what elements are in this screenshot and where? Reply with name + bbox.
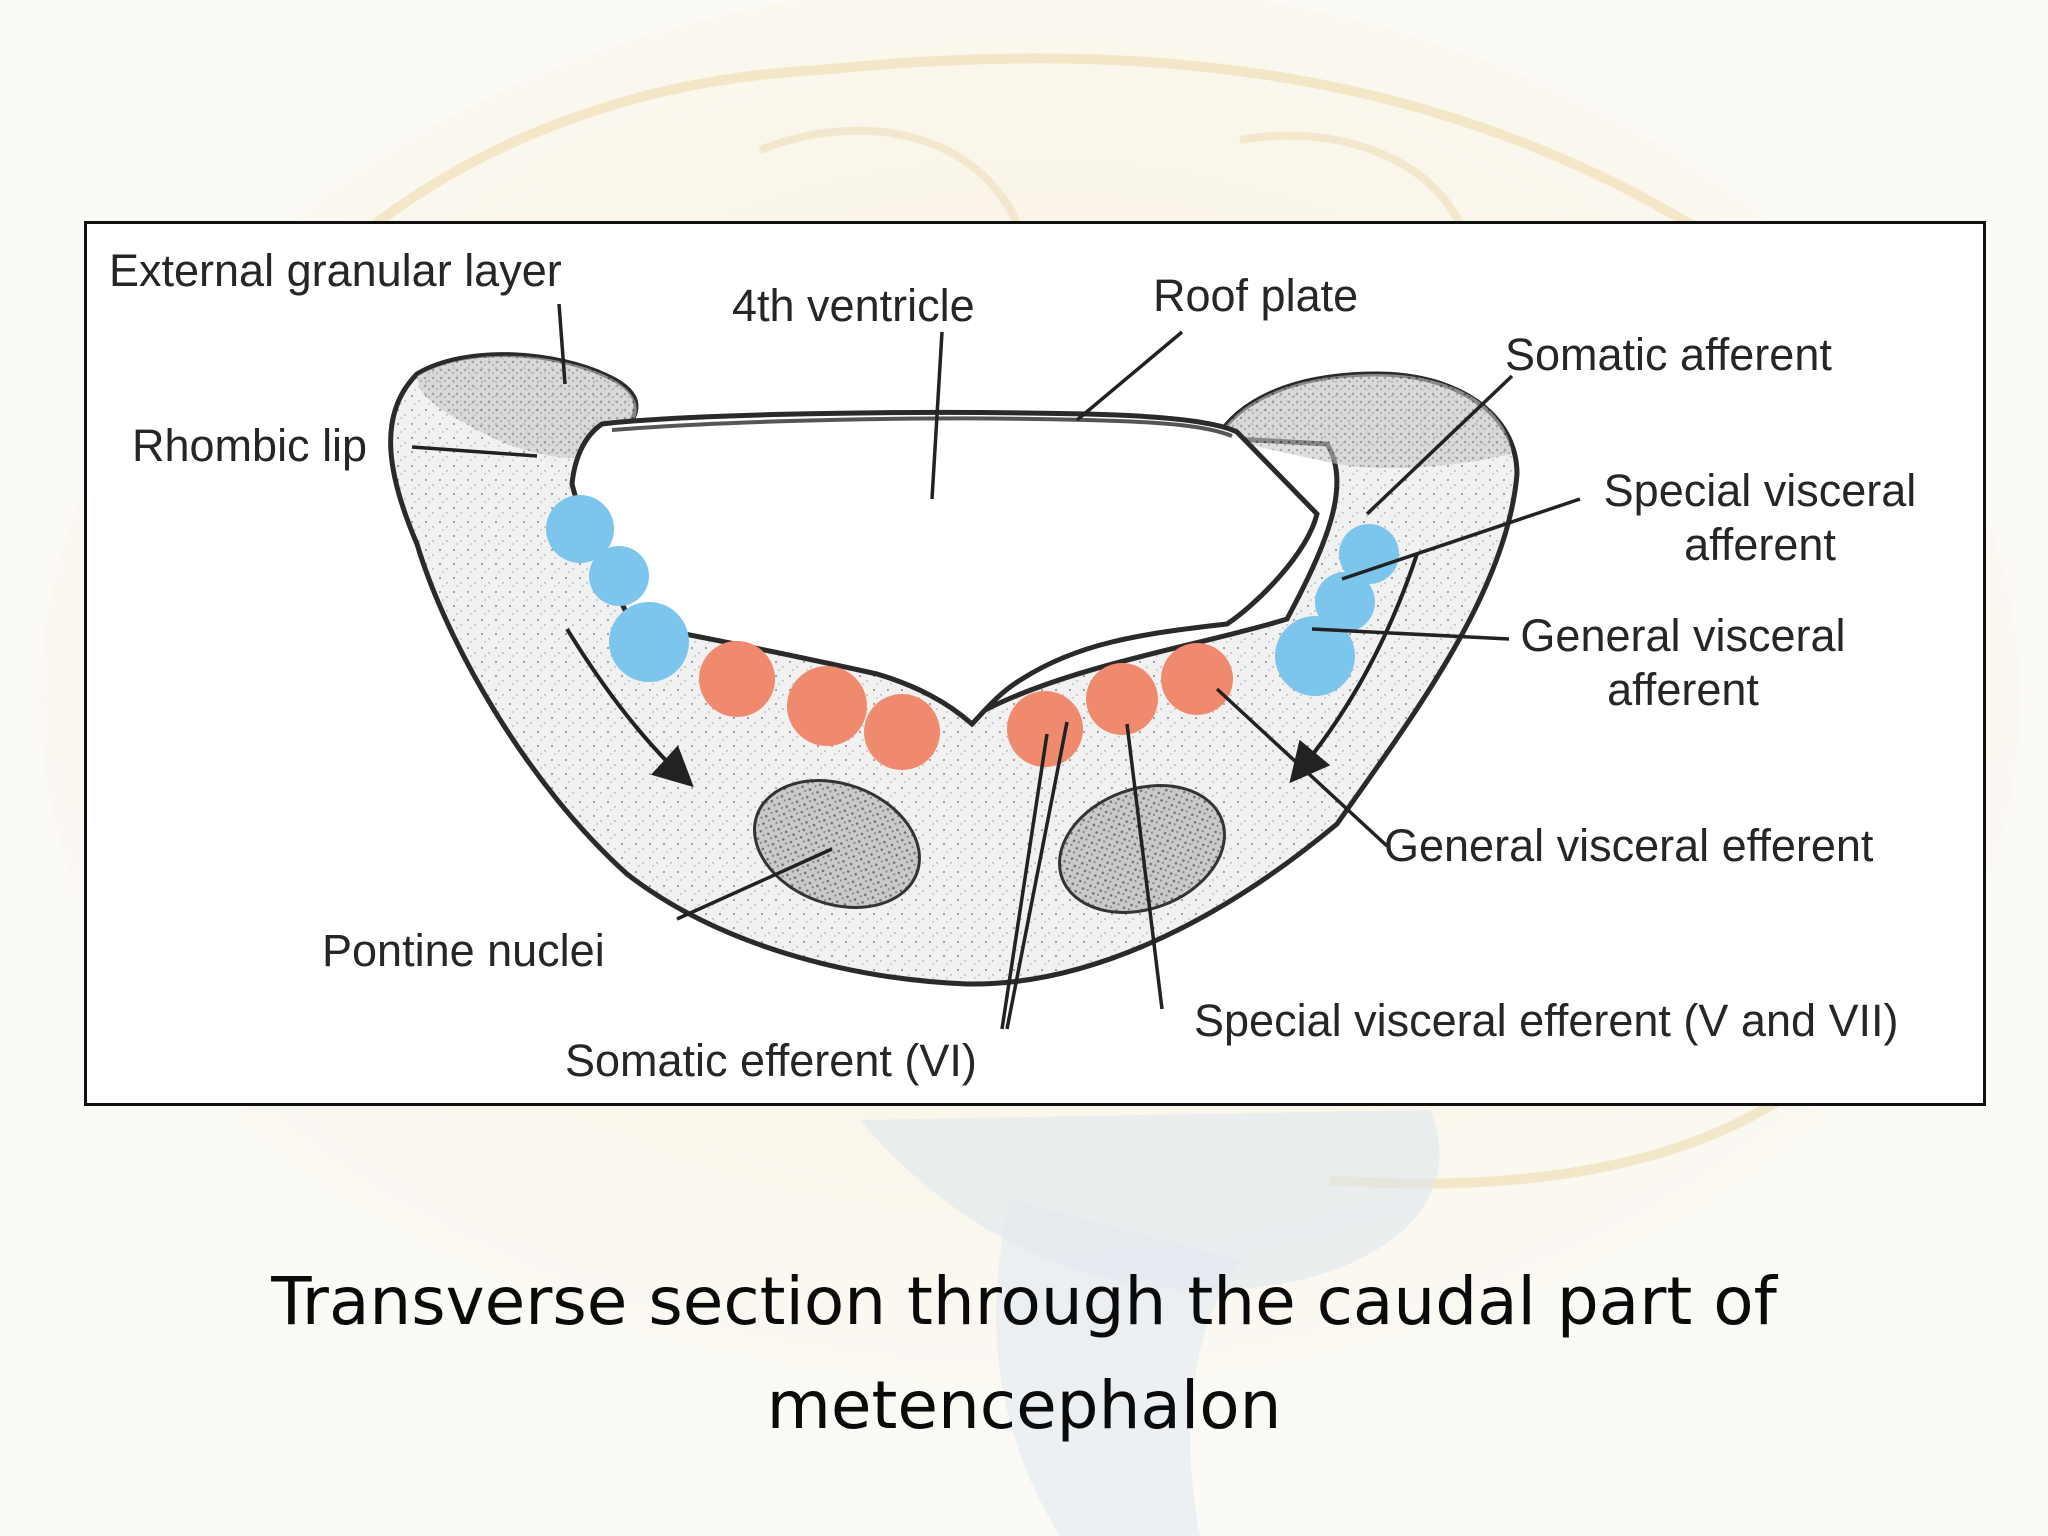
label-general-visceral-afferent: General visceral afferent bbox=[1499, 609, 1867, 717]
rhombic-lip-left bbox=[417, 355, 637, 458]
label-pontine-nuclei: Pontine nuclei bbox=[322, 925, 605, 976]
label-general-visceral-afferent-line1: General visceral bbox=[1520, 610, 1846, 661]
caption-line-2: metencephalon bbox=[766, 1366, 1282, 1444]
label-external-granular-layer: External granular layer bbox=[109, 245, 562, 296]
label-special-visceral-afferent-line2: afferent bbox=[1684, 519, 1836, 570]
afferent-nuclei-left bbox=[546, 495, 689, 682]
fourth-ventricle-cavity bbox=[569, 409, 1320, 728]
label-roof-plate: Roof plate bbox=[1153, 270, 1359, 321]
label-somatic-afferent: Somatic afferent bbox=[1505, 329, 1832, 380]
label-special-visceral-efferent: Special visceral efferent (V and VII) bbox=[1194, 995, 1899, 1046]
label-special-visceral-afferent-line1: Special visceral bbox=[1603, 465, 1917, 516]
leader-lines bbox=[411, 303, 1581, 1030]
figure-frame: External granular layer 4th ventricle Ro… bbox=[84, 221, 1986, 1106]
label-somatic-efferent: Somatic efferent (VI) bbox=[565, 1035, 977, 1086]
efferent-nuclei bbox=[699, 641, 1233, 770]
afferent-nuclei-right bbox=[1275, 524, 1399, 696]
label-special-visceral-afferent: Special visceral afferent bbox=[1580, 464, 1940, 572]
migration-arrow-left bbox=[565, 627, 694, 788]
label-general-visceral-efferent: General visceral efferent bbox=[1384, 820, 1874, 871]
pontine-nucleus-left bbox=[753, 779, 921, 909]
caption-line-1: Transverse section through the caudal pa… bbox=[271, 1263, 1777, 1340]
migration-arrow-right bbox=[1289, 553, 1419, 784]
metencephalon-section-diagram bbox=[388, 303, 1581, 1030]
roof-plate-membrane bbox=[611, 416, 1233, 438]
slide-caption: Transverse section through the caudal pa… bbox=[124, 1250, 1924, 1457]
label-general-visceral-afferent-line2: afferent bbox=[1607, 664, 1759, 715]
label-fourth-ventricle: 4th ventricle bbox=[732, 280, 975, 331]
label-rhombic-lip: Rhombic lip bbox=[132, 420, 368, 471]
